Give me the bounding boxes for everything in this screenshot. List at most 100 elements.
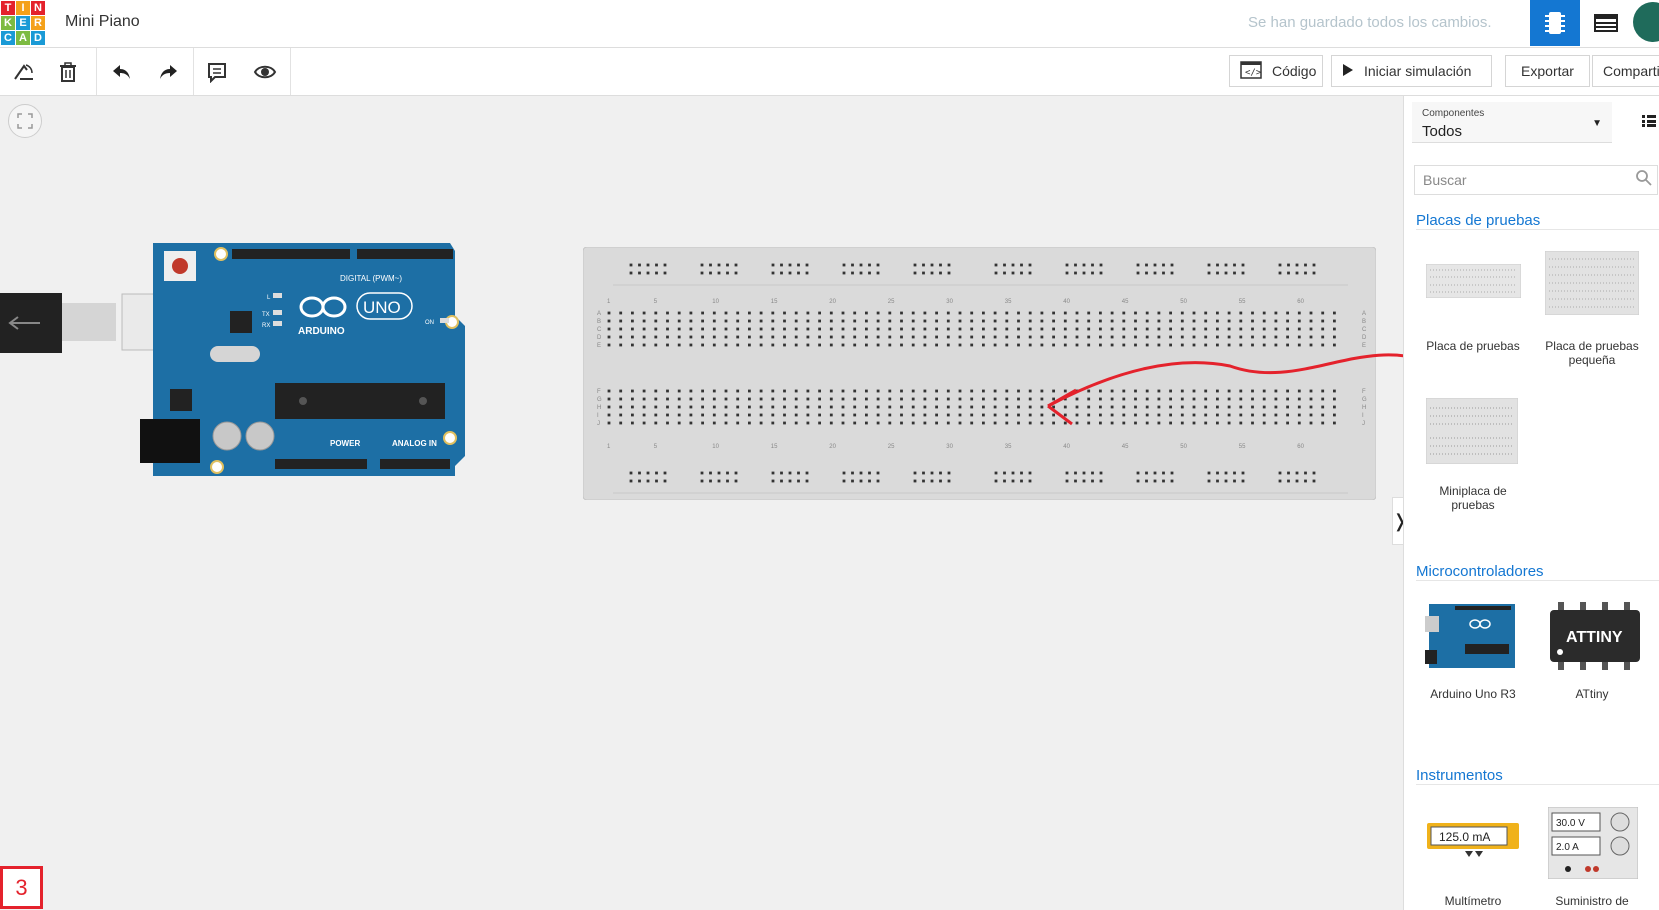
breadboard-row-label: D [1362, 335, 1367, 341]
list-view-icon[interactable] [1642, 114, 1656, 130]
breadboard-row-label: C [597, 327, 602, 333]
power-label: POWER [330, 439, 360, 448]
multimeter-thumbnail[interactable]: 125.0 mA [1427, 819, 1519, 861]
part-small-breadboard[interactable]: Placa de pruebas pequeña [1545, 339, 1639, 367]
breadboard-column-number: 10 [712, 444, 719, 450]
breadboard-column-number: 40 [1063, 299, 1070, 305]
chip-icon [1545, 12, 1565, 34]
breadboard-column-number: 35 [1005, 444, 1012, 450]
breadboard-row-label: H [597, 405, 601, 411]
breadboard-row-label: G [1362, 397, 1367, 403]
zoom-to-fit-button[interactable] [8, 104, 42, 138]
breadboard-row-label: B [1362, 319, 1366, 325]
breadboard-column-number: 15 [771, 299, 778, 305]
supply-voltage-readout: 30.0 V [1556, 818, 1585, 829]
supply-current-readout: 2.0 A [1556, 842, 1579, 853]
attiny-chip-text: ATTINY [1566, 629, 1623, 646]
part-power-supply[interactable]: Suministro de [1555, 894, 1629, 908]
arduino-uno-thumbnail[interactable] [1425, 602, 1517, 670]
breadboard-row-label: H [1362, 405, 1366, 411]
breadboard-row-label: E [597, 343, 601, 349]
part-multimeter[interactable]: Multímetro [1444, 894, 1502, 908]
section-breadboards-title: Placas de pruebas [1416, 212, 1541, 229]
trash-icon [60, 62, 76, 82]
on-led-label: ON [425, 320, 434, 326]
attiny-thumbnail[interactable]: ATTINY [1548, 602, 1642, 672]
user-avatar[interactable] [1633, 2, 1659, 42]
part-arduino-uno-r3[interactable]: Arduino Uno R3 [1430, 687, 1516, 701]
toolbar: </> Código Iniciar simulación Exportar C… [0, 48, 1659, 96]
code-button-label: Código [1272, 63, 1317, 79]
analog-in-label: ANALOG IN [392, 439, 437, 448]
breadboard-column-number: 25 [888, 299, 895, 305]
start-simulation-button[interactable]: Iniciar simulación [1331, 55, 1492, 87]
components-panel: Componentes Todos ▼ Placas de pruebas Pl… [1403, 96, 1659, 910]
project-title[interactable]: Mini Piano [65, 13, 140, 30]
mini-breadboard-thumbnail[interactable] [1426, 398, 1518, 464]
breadboard-column-number: 25 [888, 444, 895, 450]
breadboard-thumbnail[interactable] [1426, 264, 1521, 298]
components-filter-label: Componentes [1422, 108, 1485, 119]
digital-pins-label: DIGITAL (PWM~) [340, 274, 402, 283]
breadboard-column-number: 10 [712, 299, 719, 305]
power-supply-thumbnail[interactable]: 30.0 V 2.0 A [1548, 807, 1638, 879]
redo-button[interactable] [152, 56, 184, 88]
undo-icon [113, 65, 130, 79]
breadboard-column-number: 1 [607, 444, 611, 450]
save-status: Se han guardado todos los cambios. [1248, 14, 1492, 31]
breadboard-column-number: 55 [1239, 299, 1246, 305]
section-instruments-title: Instrumentos [1416, 767, 1503, 784]
rx-led-label: RX [262, 323, 270, 329]
visibility-button[interactable] [249, 56, 281, 88]
breadboard-column-number: 60 [1297, 299, 1304, 305]
circuit-view-button[interactable] [1530, 0, 1580, 46]
fit-view-icon [17, 113, 33, 129]
arduino-uno-board[interactable]: DIGITAL (PWM~) ARDUINO UNO POWER ANALOG … [0, 241, 470, 501]
part-attiny[interactable]: ATtiny [1575, 687, 1609, 701]
code-button[interactable]: </> Código [1229, 55, 1323, 87]
breadboard-row-label: J [1362, 421, 1365, 427]
share-button[interactable]: Comparti [1592, 55, 1659, 87]
schematic-view-button[interactable] [1581, 0, 1631, 46]
workplane-canvas[interactable]: DIGITAL (PWM~) ARDUINO UNO POWER ANALOG … [0, 96, 1431, 910]
notes-button[interactable] [201, 56, 233, 88]
breadboard-column-number: 50 [1180, 444, 1187, 450]
logo-letter: N [31, 1, 45, 15]
breadboard-row-label: D [597, 335, 602, 341]
svg-text:</>: </> [1245, 68, 1262, 78]
breadboard-column-number: 50 [1180, 299, 1187, 305]
logo-letter: T [1, 1, 15, 15]
logo-letter: K [1, 16, 15, 30]
breadboard-column-number: 30 [946, 299, 953, 305]
search-input[interactable] [1414, 165, 1658, 195]
part-breadboard[interactable]: Placa de pruebas [1426, 339, 1520, 353]
logo-letter: R [31, 16, 45, 30]
components-filter-select[interactable]: Componentes Todos ▼ [1412, 102, 1612, 143]
uno-model-text: UNO [363, 298, 401, 317]
rotate-icon [14, 64, 33, 80]
components-filter-value: Todos [1422, 123, 1463, 140]
logo-letter: E [16, 16, 30, 30]
rotate-button[interactable] [8, 56, 40, 88]
delete-button[interactable] [52, 56, 84, 88]
breadboard-column-number: 20 [829, 444, 836, 450]
undo-button[interactable] [106, 56, 138, 88]
breadboard-row-label: J [597, 421, 600, 427]
step-number-badge: 3 [0, 866, 43, 909]
breadboard-column-number: 1 [607, 299, 611, 305]
export-button[interactable]: Exportar [1505, 55, 1590, 87]
small-breadboard-thumbnail[interactable] [1545, 251, 1639, 315]
section-microcontrollers-title: Microcontroladores [1416, 563, 1544, 580]
breadboard-row-label: F [1362, 389, 1366, 395]
caret-down-icon: ▼ [1592, 118, 1602, 129]
breadboard-column-number: 45 [1122, 299, 1129, 305]
breadboard-column-number: 60 [1297, 444, 1304, 450]
logo-letter: D [31, 31, 45, 45]
multimeter-reading: 125.0 mA [1439, 830, 1490, 844]
part-mini-breadboard[interactable]: Miniplaca de pruebas [1439, 484, 1507, 512]
breadboard-row-label: I [597, 413, 599, 419]
breadboard-row-label: G [597, 397, 602, 403]
